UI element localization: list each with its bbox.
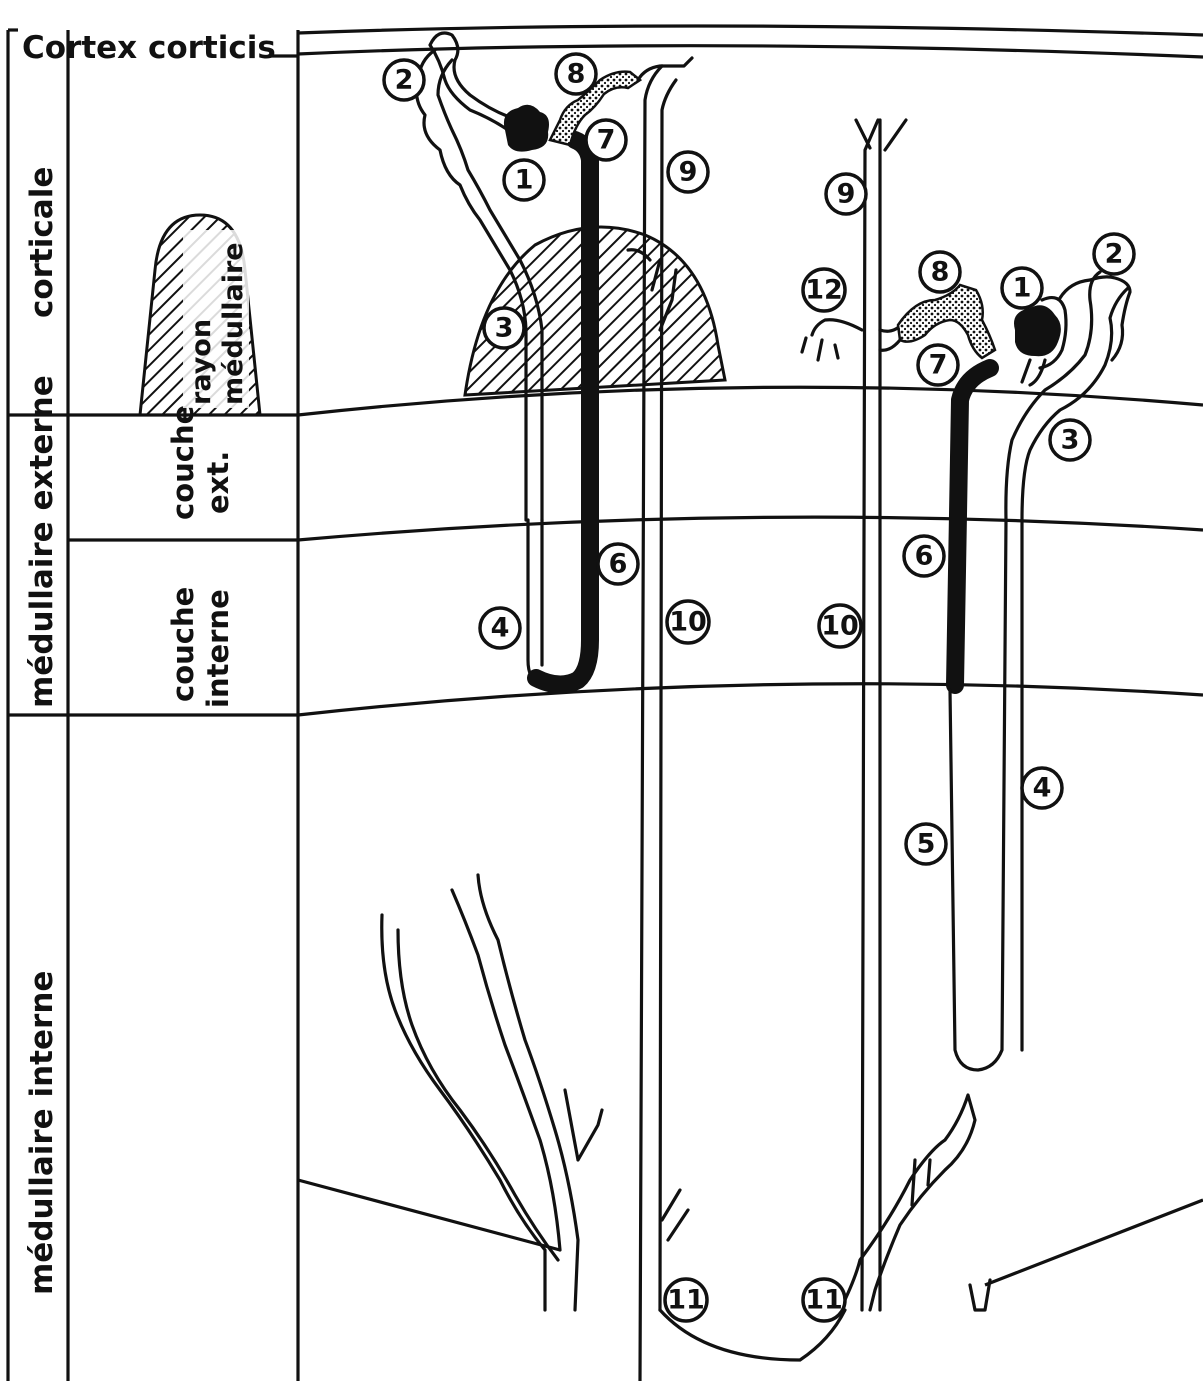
svg-text:2: 2	[395, 65, 414, 96]
medullary-ray-label-1: rayon	[186, 319, 217, 405]
zone-boundaries	[298, 26, 1203, 1285]
marker-8-left: 8	[556, 54, 596, 94]
marker-2-right: 2	[1094, 234, 1134, 274]
marker-11-left: 11	[665, 1279, 707, 1321]
svg-text:1: 1	[515, 165, 534, 196]
svg-text:8: 8	[931, 257, 950, 288]
svg-text:11: 11	[805, 1285, 843, 1316]
thick-ascending-limb	[536, 140, 590, 685]
medullary-ray-label-2: médullaire	[218, 242, 249, 405]
marker-11-right: 11	[803, 1279, 845, 1321]
svg-text:9: 9	[837, 179, 856, 210]
marker-8-right: 8	[920, 252, 960, 292]
medullary-ray-label: rayon médullaire	[183, 230, 249, 408]
glomerulus-left	[504, 105, 549, 152]
boundary-cortex-medulla	[298, 387, 1203, 415]
svg-text:10: 10	[821, 611, 859, 642]
marker-3-left: 3	[484, 308, 524, 348]
svg-text:5: 5	[917, 829, 936, 860]
zone-label-medullaire-interne: médullaire interne	[24, 971, 60, 1295]
zone-label-cortex-corticis: Cortex corticis	[22, 30, 276, 66]
zone-label-medullaire-externe: médullaire externe	[24, 375, 60, 708]
thin-descending-limb-left-wall	[528, 520, 540, 682]
kidney-capsule-outer	[298, 26, 1203, 35]
zone-label-couche-interne-2: interne	[201, 589, 235, 708]
svg-text:4: 4	[491, 613, 510, 644]
svg-text:8: 8	[567, 59, 586, 90]
svg-text:11: 11	[667, 1285, 705, 1316]
svg-text:3: 3	[1061, 425, 1080, 456]
vasa-recta-branch-left-3	[478, 875, 578, 1310]
svg-text:6: 6	[609, 549, 628, 580]
marker-4-right: 4	[1022, 768, 1062, 808]
marker-9-left: 9	[668, 152, 708, 192]
marker-10-left: 10	[667, 601, 709, 643]
glomerulus-right-pole	[1022, 360, 1045, 385]
marker-7-right: 7	[918, 345, 958, 385]
vasa-recta-branch-left-2	[398, 930, 558, 1260]
thick-ascending-limb-right	[955, 368, 990, 685]
zone-label-corticale: corticale	[24, 167, 60, 318]
marker-3-right: 3	[1050, 420, 1090, 460]
marker-4-left: 4	[480, 608, 520, 648]
marker-6-right: 6	[904, 536, 944, 576]
vasa-recta-branch-left-4	[452, 890, 560, 1250]
zone-label-couche-interne-1: couche	[166, 587, 200, 702]
zone-legend: Cortex corticis corticale médullaire ext…	[8, 30, 298, 1381]
marker-9-right: 9	[826, 174, 866, 214]
arcuate-branch-12	[802, 320, 862, 360]
marker-1-left: 1	[504, 160, 544, 200]
glomerulus-right	[1014, 305, 1061, 356]
collecting-duct-branch-bottom	[662, 1190, 688, 1240]
boundary-outer-inner-medulla	[298, 684, 1203, 715]
marker-5-right: 5	[906, 824, 946, 864]
svg-text:7: 7	[597, 125, 616, 156]
boundary-outer-inner-stripe	[298, 517, 1203, 540]
svg-text:3: 3	[495, 313, 514, 344]
zone-label-couche-ext-2: ext.	[201, 451, 235, 514]
svg-text:6: 6	[915, 541, 934, 572]
marker-1-right: 1	[1002, 268, 1042, 308]
marker-2-left: 2	[384, 60, 424, 100]
marker-6-left: 6	[598, 544, 638, 584]
papilla-edge-right	[985, 1200, 1203, 1285]
collecting-duct-right-left-wall	[862, 120, 878, 1310]
svg-text:12: 12	[805, 275, 843, 306]
svg-text:10: 10	[669, 607, 707, 638]
connecting-tubule-top	[638, 58, 692, 80]
svg-text:1: 1	[1013, 273, 1032, 304]
marker-12-right: 12	[803, 269, 845, 311]
zone-label-couche-ext-1: couche	[166, 405, 200, 520]
marker-10-right: 10	[819, 605, 861, 647]
svg-text:2: 2	[1105, 239, 1124, 270]
vasa-recta-branch-right	[840, 1095, 975, 1310]
lower-branches	[382, 875, 990, 1310]
svg-text:7: 7	[929, 350, 948, 381]
svg-text:4: 4	[1033, 773, 1052, 804]
svg-text:9: 9	[679, 157, 698, 188]
proximal-convoluted-right-loop	[1060, 277, 1130, 360]
marker-7-left: 7	[586, 120, 626, 160]
right-nephron	[802, 120, 1130, 1310]
vasa-recta-branch-left-fork	[565, 1090, 602, 1160]
